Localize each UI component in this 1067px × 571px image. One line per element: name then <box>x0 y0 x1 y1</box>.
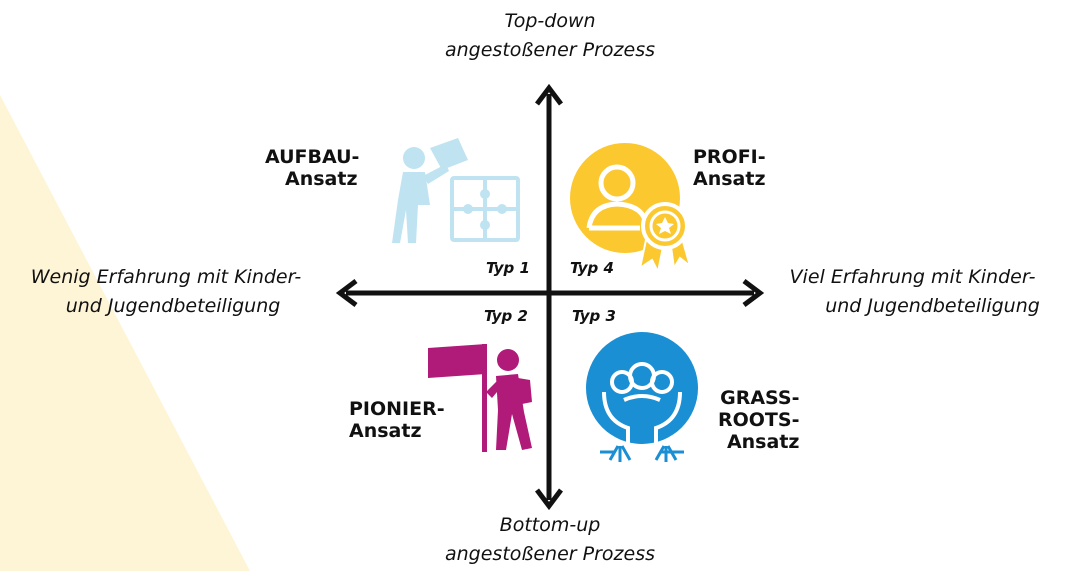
approach-label-pionier: PIONIER- Ansatz <box>349 398 445 442</box>
axis-arrow-left <box>335 279 358 307</box>
axis-arrow-down <box>535 488 563 511</box>
type-label-3: Typ 3 <box>572 307 616 325</box>
approach-label-aufbau: AUFBAU- Ansatz <box>265 146 360 190</box>
axis-label-bottom: Bottom-up angestoßener Prozess <box>444 514 655 565</box>
type-label-1: Typ 1 <box>486 259 530 277</box>
axis-arrow-right <box>742 279 765 307</box>
axis-arrow-up <box>535 83 563 106</box>
approach-label-grassroots: GRASS- ROOTS- Ansatz <box>718 387 800 453</box>
approach-label-profi: PROFI- Ansatz <box>693 146 766 190</box>
axis-label-right: Viel Erfahrung mit Kinder- und Jugendbet… <box>789 266 1040 317</box>
axis-label-top: Top-down angestoßener Prozess <box>444 10 655 61</box>
axis-label-left: Wenig Erfahrung mit Kinder- und Jugendbe… <box>30 266 302 317</box>
type-label-4: Typ 4 <box>570 259 614 277</box>
type-label-2: Typ 2 <box>484 307 528 325</box>
